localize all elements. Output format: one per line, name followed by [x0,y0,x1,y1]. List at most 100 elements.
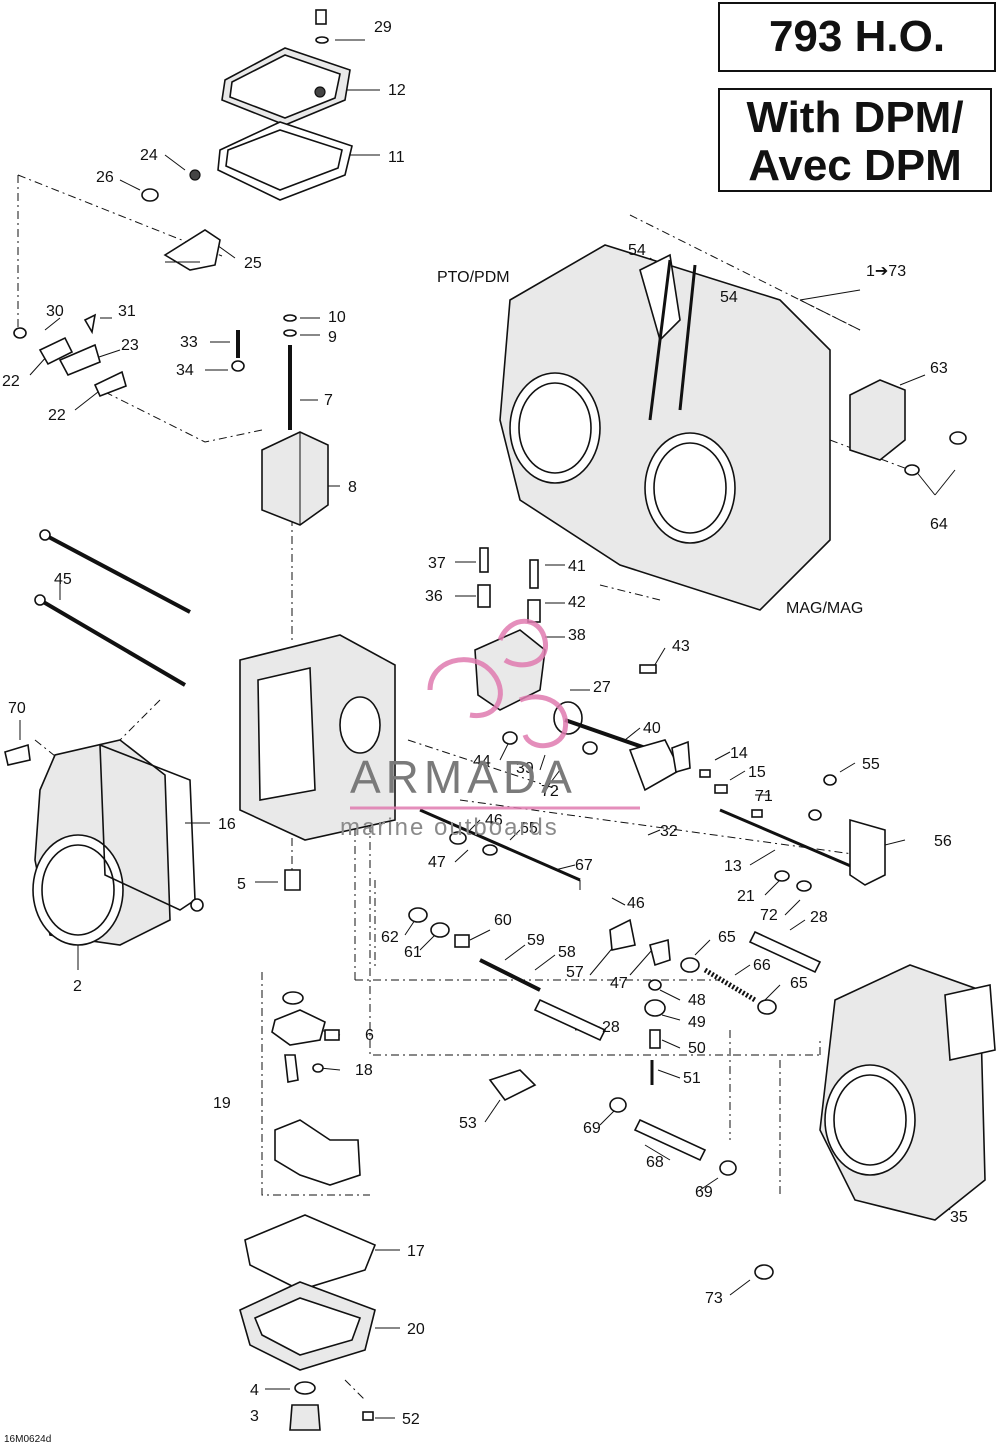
callout: 33 [180,334,198,351]
callout: 68 [646,1154,664,1171]
float-assembly [271,991,361,1186]
callout: 43 [672,638,690,655]
callout: 54 [628,242,646,259]
callout: 60 [494,912,512,929]
callout: 5 [237,876,246,893]
callout: 22 [2,373,20,390]
callout: 37 [428,555,446,572]
callout: 56 [934,833,952,850]
callout: 47 [428,854,446,871]
callout: 30 [46,303,64,320]
leader-lines [19,39,956,1419]
callout: 14 [730,745,748,762]
watermark-tagline: marine outboards [340,814,559,841]
callout: 55 [862,756,880,773]
callout: 58 [558,944,576,961]
callout: 6 [365,1027,374,1044]
callout: 20 [407,1321,425,1338]
callout: 22 [48,407,66,424]
lever-linkage-parts [13,169,221,398]
callout: 54 [720,289,738,306]
callout: 2 [73,978,82,995]
variant-title: With DPM/ Avec DPM [718,88,992,192]
callout: 13 [724,858,742,875]
callout: 39 [516,760,534,777]
callout: 10 [328,309,346,326]
callout: 31 [118,303,136,320]
callout: 9 [328,329,337,346]
callout: 17 [407,1243,425,1260]
callout: 35 [950,1209,968,1226]
callout-numbers: 29 12 11 24 2 6 25 30 31 23 22 22 33 10 9… [2,19,968,1428]
callout: 72 [541,783,559,800]
callout: 23 [121,337,139,354]
callout: 27 [593,679,611,696]
callout: 66 [753,957,771,974]
callout: 72 [760,907,778,924]
callout: 65 [718,929,736,946]
callout: 11 [388,149,405,166]
callout: 40 [643,720,661,737]
callout: 64 [930,516,948,533]
callout: 65 [520,820,538,837]
callout: 71 [755,788,773,805]
right-linkage [671,740,886,892]
callout: 44 [473,753,491,770]
callout: 45 [54,571,72,588]
callout: 25 [244,255,262,272]
callout: 12 [388,82,406,99]
callout: 38 [568,627,586,644]
callout: 50 [688,1040,706,1057]
callout: 48 [688,992,706,1009]
variant-title-line-2: Avec DPM [748,141,962,190]
callout: 15 [748,764,766,781]
callout: 3 [250,1408,259,1425]
left-carb-body [4,739,204,946]
callout: 49 [688,1014,706,1031]
callout: 46 [627,895,645,912]
callout: 51 [683,1070,701,1087]
callout: 42 [568,594,586,611]
callout: 61 [404,944,422,961]
callout: 19 [213,1095,231,1112]
callout: 18 [355,1062,373,1079]
callout: 24 [140,147,158,164]
callout: 41 [568,558,586,575]
pto-side-label: PTO/PDM [437,269,510,286]
screws-and-cover [231,314,329,526]
callout: 36 [425,588,443,605]
mag-side-label: MAG/MAG [786,600,863,617]
right-carb-body [754,964,996,1280]
model-title: 793 H.O. [718,2,996,72]
tubes [488,930,822,1176]
assembly-range-label: 1➔73 [866,263,906,280]
callout: 34 [176,362,194,379]
watermark-logo-mark [350,618,640,810]
callout: 28 [602,1019,620,1036]
callout: 32 [660,823,678,840]
variant-title-line-1: With DPM/ [746,93,964,142]
callout: 70 [8,700,26,717]
drawing-reference-code: 16M0624d [4,1434,52,1445]
callout: 67 [575,857,593,874]
callout: 73 [705,1290,723,1307]
callout: 62 [381,929,399,946]
callout: 7 [324,392,333,409]
callout: 4 [250,1382,259,1399]
callout: 29 [374,19,392,36]
callout: 69 [583,1120,601,1137]
callout: 16 [218,816,236,833]
callout: 65 [790,975,808,992]
callout: 57 [566,964,584,981]
callout: 8 [348,479,357,496]
callout: 28 [810,909,828,926]
callout: 52 [402,1411,420,1428]
callout: 69 [695,1184,713,1201]
callout: 59 [527,932,545,949]
twin-carb-assembly [499,244,967,611]
lower-linkage [408,808,777,1085]
float-bowl [239,1214,377,1431]
callout: 47 [610,975,628,992]
callout: 63 [930,360,948,377]
